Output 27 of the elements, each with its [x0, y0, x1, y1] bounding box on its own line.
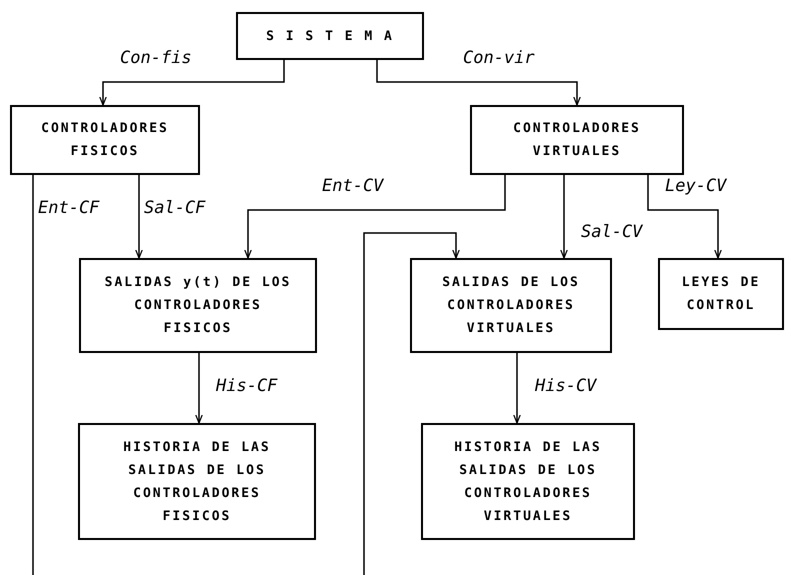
arrow — [560, 175, 568, 259]
arrow — [99, 60, 285, 106]
box-text: CONTROLADORES VIRTUALES — [512, 120, 642, 161]
process-box — [421, 423, 635, 540]
process-box — [410, 258, 612, 353]
process-box — [78, 423, 316, 540]
box-text: HISTORIA DE LAS SALIDAS DE LOS CONTROLADORES VIRTUALES — [453, 438, 603, 526]
box-text: SALIDAS DE LOS CONTROLADORES VIRTUALES — [441, 274, 581, 338]
box-text: CONTROLADORES FISICOS — [40, 120, 170, 161]
arrow — [363, 232, 460, 575]
box-text: SALIDAS y(t) DE LOS CONTROLADORES FISICOS — [104, 274, 292, 338]
arrow — [376, 60, 581, 106]
box-text: S I S T E M A — [266, 28, 394, 46]
edge-label: Ley-CV — [665, 177, 726, 195]
process-box — [236, 12, 424, 60]
arrow — [513, 353, 521, 424]
arrow — [244, 175, 506, 259]
connector-line — [32, 175, 34, 575]
process-box — [10, 105, 200, 175]
arrow — [135, 175, 143, 259]
arrow — [647, 175, 722, 259]
arrow — [195, 353, 203, 424]
box-text: LEYES DE CONTROL — [680, 274, 762, 315]
box-text: HISTORIA DE LAS SALIDAS DE LOS CONTROLADORES FISICOS — [122, 438, 272, 526]
process-box — [658, 258, 784, 330]
process-box — [470, 105, 684, 175]
process-box — [79, 258, 317, 353]
